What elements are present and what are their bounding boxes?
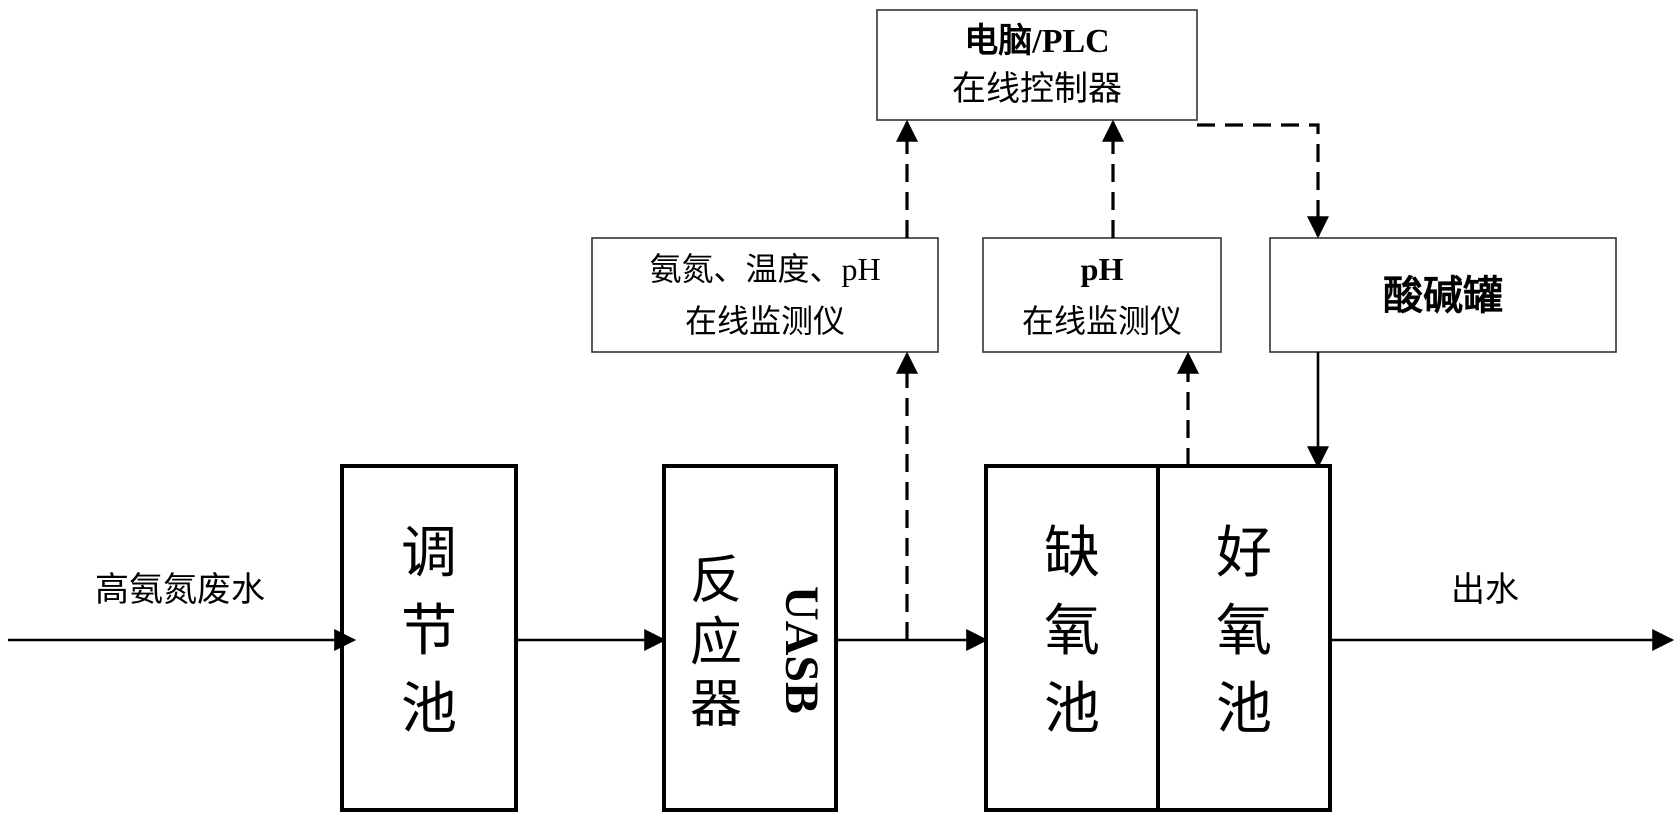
acid-base-tank-label: 酸碱罐 (1383, 273, 1503, 318)
uasb-reactor-char-3: 器 (690, 677, 742, 734)
aerobic-tank-char-1: 好 (1216, 523, 1272, 585)
acid-base-tank-box (1269, 237, 1617, 353)
monitor-ph-label-line1: pH (1081, 251, 1124, 287)
controller-label-line1: 电脑/PLC (964, 22, 1109, 60)
uasb-reactor-char-1: 反 (690, 553, 742, 610)
monitor-uasb-label-line1: 氨氮、温度、pH (649, 251, 880, 287)
uasb-reactor-latin: UASB (775, 586, 828, 714)
controller-box (876, 9, 1198, 121)
anoxic-tank-char-3: 池 (1044, 679, 1100, 741)
controller-label-line2: 在线控制器 (952, 70, 1122, 108)
monitor-ph-label-line2: 在线监测仪 (1022, 303, 1182, 339)
monitor-uasb-label-line2: 在线监测仪 (685, 303, 845, 339)
regulating-tank-char-2: 节 (401, 601, 457, 663)
anoxic-tank-char-1: 缺 (1044, 523, 1100, 585)
controller-to-acid-base-signal (1197, 123, 1329, 239)
influent-label: 高氨氮废水 (95, 571, 265, 609)
aerobic-tank-char-2: 氧 (1216, 601, 1272, 663)
regulating-tank-char-1: 调 (401, 523, 457, 585)
regulating-tank-char-3: 池 (401, 679, 457, 741)
monitor-uasb-box (591, 237, 939, 353)
uasb-reactor-char-2: 应 (690, 615, 742, 672)
effluent-label: 出水 (1451, 571, 1519, 609)
monitor-ph-box (982, 237, 1222, 353)
aerobic-tank-char-3: 池 (1216, 679, 1272, 741)
anoxic-tank-char-2: 氧 (1044, 601, 1100, 663)
regulating-tank-box (340, 464, 518, 812)
